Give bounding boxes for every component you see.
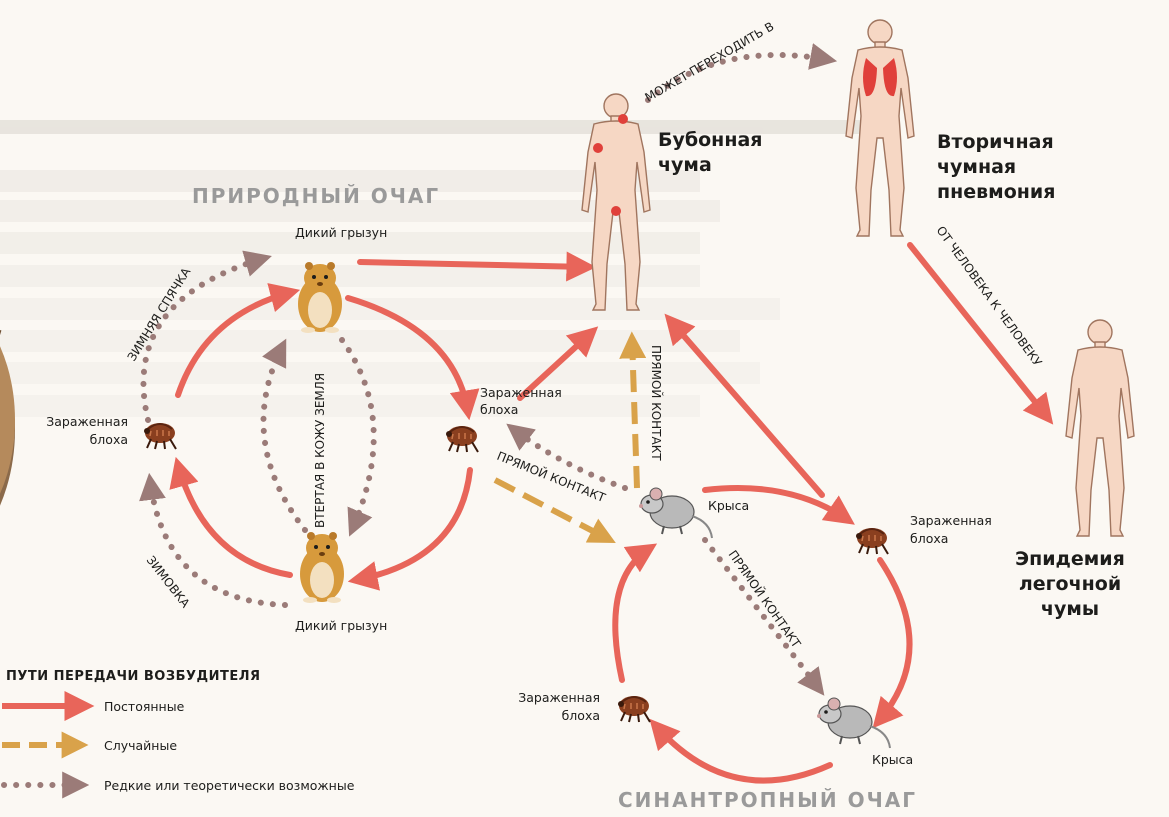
edge-rat-bottom-to-flea-bottom — [649, 718, 833, 784]
edge-pneumonia-to-epidemic — [907, 242, 1054, 425]
edge-rat-to-rat-dotted — [702, 537, 825, 696]
flea-bottom-icon — [617, 695, 651, 723]
edge-rat-to-flea-mid-dotted — [506, 423, 628, 491]
flea-bottom-label-2: блоха — [562, 708, 600, 723]
edge-flea-to-rat-dashed — [493, 477, 616, 544]
globe-fragment — [0, 330, 15, 506]
flea-right-icon — [855, 527, 889, 555]
epidemic-label-2: легочной — [1019, 573, 1121, 595]
direct-contact-label-2: ПРЯМОЙ КОНТАКТ — [649, 345, 664, 461]
dotted-edges — [139, 43, 838, 696]
rubbed-label: ВТЕРТАЯ В КОЖУ ЗЕМЛЯ — [313, 373, 327, 528]
wintering-label: ЗИМОВКА — [144, 553, 193, 611]
edge-flea-mid-to-human — [517, 326, 599, 401]
epidemic-label-1: Эпидемия — [1015, 548, 1125, 570]
edge-rat-to-flea-right — [702, 485, 855, 525]
pneumonia-label-3: пневмония — [937, 181, 1055, 203]
flea-right-label-1: Зараженная — [910, 513, 992, 528]
legend-dotted-label: Редкие или теоретически возможные — [104, 778, 355, 793]
rat-mid-icon — [638, 487, 713, 539]
edge-rodent-to-human — [357, 251, 597, 282]
background-print — [0, 120, 860, 417]
flea-left-label-2: блоха — [90, 432, 128, 447]
edge-flea-mid-to-rodent-bottom — [347, 467, 473, 591]
flea-mid-icon — [445, 425, 479, 453]
bubonic-label-1: Бубонная — [658, 129, 762, 151]
edge-flea-left-to-rodent-top — [175, 283, 301, 398]
natural-focus-title: ПРИРОДНЫЙ ОЧАГ — [192, 184, 440, 208]
rat-mid-label: Крыса — [708, 498, 749, 513]
human-epidemic — [1065, 319, 1135, 537]
bubonic-label-2: чума — [658, 154, 712, 176]
may-become-label: МОЖЕТ ПЕРЕХОДИТЬ В — [643, 19, 777, 104]
edge-rodent-bottom-to-flea-left — [169, 456, 293, 578]
pneumonia-label-2: чумная — [937, 156, 1016, 178]
flea-mid-label-2: блоха — [480, 402, 518, 417]
direct-contact-label-3: ПРЯМОЙ КОНТАКТ — [726, 547, 805, 651]
edge-rubbed-left — [260, 338, 308, 533]
rodent-top-label: Дикий грызун — [295, 225, 387, 240]
edge-rat-to-human-dashed — [619, 331, 647, 489]
rodent-bottom-icon — [300, 532, 344, 603]
pneumonia-label-1: Вторичная — [937, 131, 1054, 153]
flea-right-label-2: блоха — [910, 531, 948, 546]
edge-flea-right-to-human — [664, 313, 825, 498]
dashed-edges — [493, 331, 647, 544]
rat-bottom-label: Крыса — [872, 752, 913, 767]
edge-flea-right-to-rat-bottom — [872, 557, 913, 729]
legend-title: ПУТИ ПЕРЕДАЧИ ВОЗБУДИТЕЛЯ — [6, 669, 261, 684]
synanthropic-focus-title: СИНАНТРОПНЫЙ ОЧАГ — [618, 788, 917, 812]
flea-mid-label-1: Зараженная — [480, 385, 562, 400]
flea-left-label-1: Зараженная — [46, 414, 128, 429]
human-pneumonia — [845, 19, 915, 237]
solid-edges — [169, 242, 1054, 784]
edge-rodent-top-to-flea-mid — [345, 295, 480, 421]
edge-flea-bottom-to-rat — [612, 543, 658, 683]
edge-human-to-pneumonia — [645, 43, 838, 103]
flea-left-icon — [143, 422, 177, 450]
epidemic-label-3: чумы — [1041, 598, 1099, 620]
rodent-bottom-label: Дикий грызун — [295, 618, 387, 633]
legend-solid-label: Постоянные — [104, 699, 185, 714]
legend: ПУТИ ПЕРЕДАЧИ ВОЗБУДИТЕЛЯ Постоянные Слу… — [1, 669, 355, 799]
edge-rubbed-right — [339, 337, 377, 537]
flea-bottom-label-1: Зараженная — [518, 690, 600, 705]
legend-dashed-label: Случайные — [104, 738, 177, 753]
human-bubonic — [581, 93, 651, 311]
